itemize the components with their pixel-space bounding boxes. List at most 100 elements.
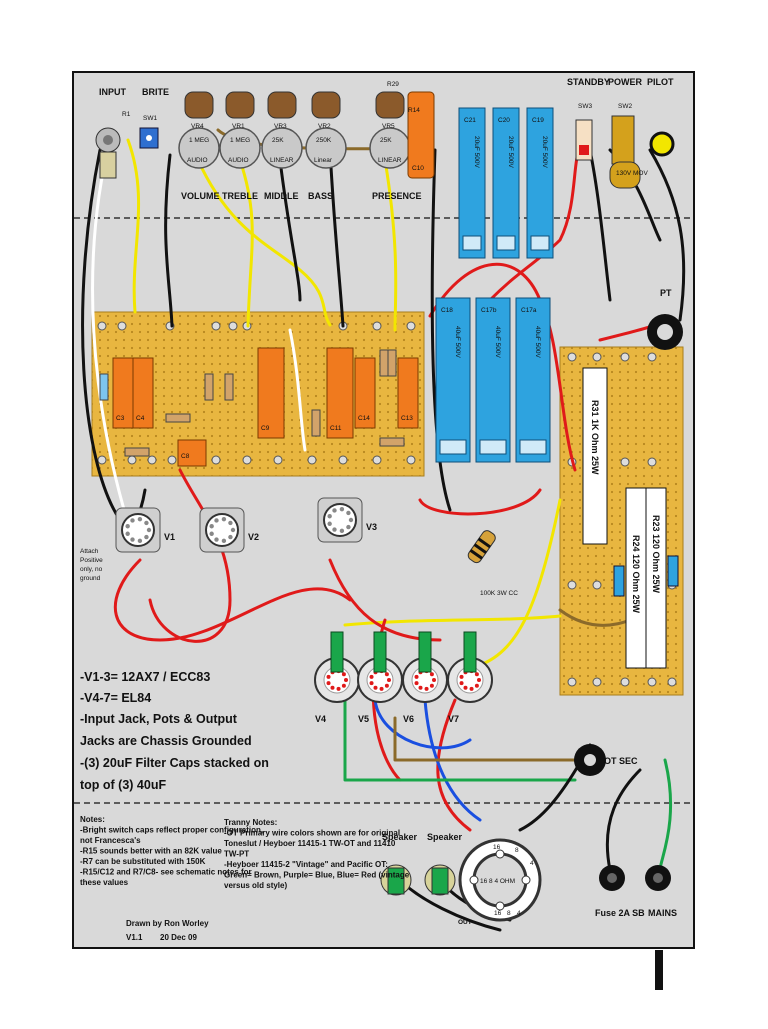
cap-ref: C21 [464, 117, 476, 124]
mounting-tab [655, 950, 663, 990]
out-label: OUT [458, 919, 472, 926]
ot-sec-label: OT SEC [604, 756, 638, 766]
fuse-holder[interactable] [599, 865, 625, 891]
mains-inlet[interactable] [645, 865, 671, 891]
pot-value: 25K [380, 137, 392, 144]
note-line: -R7 can be substituted with 150K [80, 857, 206, 866]
main-note-3: -Input Jack, Pots & Output [80, 712, 238, 726]
tube-socket-v2: V2 [199, 507, 259, 553]
note-line: -R15/C12 and R7/C8- see schematic notes … [80, 868, 252, 877]
brite-label: BRITE [142, 87, 169, 97]
r30-resistor [467, 530, 496, 564]
pot-name: BASS [308, 191, 333, 201]
tube-label: V6 [403, 714, 414, 724]
note-line: these values [80, 878, 129, 887]
cap-c14: C14 [354, 357, 376, 429]
pot-taper: LINEAR [378, 157, 402, 164]
tranny-note-line: Tranny Notes: [224, 818, 277, 827]
cap-c13: C13 [397, 357, 419, 429]
tube-socket-v7: V7 [447, 631, 493, 724]
pot-ref: VR5 [382, 123, 395, 130]
pot-presence[interactable]: VR5 25K LINEAR PRESENCE [369, 91, 422, 201]
r29-label: R29 [387, 81, 399, 88]
brite-switch[interactable] [139, 127, 159, 149]
tap-4-top: 4 [530, 860, 534, 867]
c10-label: C10 [412, 165, 424, 172]
tube-label: V1 [164, 532, 175, 542]
main-note-2: -V4-7= EL84 [80, 691, 151, 705]
pot-taper: LINEAR [270, 157, 294, 164]
cap-label: C8 [181, 453, 190, 460]
pot-name: MIDDLE [264, 191, 299, 201]
r14-label: R14 [408, 107, 420, 114]
cap-label: C3 [116, 415, 125, 422]
ot-secondary-jack [574, 744, 606, 776]
cap-value: 20uF 500V [473, 136, 480, 168]
cap-c4: C4 [132, 357, 154, 429]
cap-label: C14 [358, 415, 370, 422]
board-resistors [99, 349, 405, 457]
c16-cap [613, 565, 625, 597]
pot-name: PRESENCE [372, 191, 422, 201]
attach-note-line4: ground [80, 575, 101, 582]
tranny-note-line: -Heyboer 11415-2 "Vintage" and Pacific O… [224, 860, 388, 869]
tube-socket-v4: V4 [314, 631, 360, 724]
cap-value: 40uF 500V [494, 326, 501, 358]
cap-label: C9 [261, 425, 270, 432]
pt-label: PT [660, 288, 672, 298]
pilot-lamp [649, 131, 675, 157]
power-transformer [647, 314, 683, 350]
pilot-label: PILOT [647, 77, 674, 87]
tube-label: V3 [366, 522, 377, 532]
r31-power-resistor [582, 367, 608, 545]
tap-16-top: 16 [493, 844, 501, 851]
pot-name: TREBLE [222, 191, 258, 201]
cap-value: 40uF 500V [534, 326, 541, 358]
tap-16-bot: 16 [494, 910, 502, 917]
tranny-note-line: Toneslut / Heyboer 11415-1 TW-OT and 114… [224, 839, 396, 848]
impedance-selector[interactable] [458, 838, 542, 922]
standby-label: STANDBY [567, 77, 610, 87]
cap-c9: C9 [257, 347, 285, 439]
cap-ref: C20 [498, 117, 510, 124]
tap-8-bot: 8 [507, 910, 511, 917]
note-line: not Francesca's [80, 836, 141, 845]
pot-ref: VR2 [318, 123, 331, 130]
tube-label: V7 [448, 714, 459, 724]
pot-value: 1 MEG [230, 137, 250, 144]
c10-cap [407, 91, 435, 179]
attach-note-line3: only, no [80, 566, 103, 573]
tube-label: V5 [358, 714, 369, 724]
mains-label: MAINS [648, 908, 677, 918]
cap-value: 20uF 500V [507, 136, 514, 168]
pot-name: VOLUME [181, 191, 220, 201]
speaker-jack-1[interactable] [380, 864, 412, 896]
tube-label: V4 [315, 714, 326, 724]
pot-ref: VR1 [232, 123, 245, 130]
cap-label: C13 [401, 415, 413, 422]
attach-note-line1: Attach [80, 548, 99, 555]
attach-note-line2: Positive [80, 557, 103, 564]
main-note-4: Jacks are Chassis Grounded [80, 734, 252, 748]
input-jack[interactable] [95, 127, 121, 179]
c15-cap [667, 555, 679, 587]
filter-cap-c20: C20 20uF 500V [492, 107, 520, 259]
impedance-label: 16 8 4 OHM [480, 878, 515, 885]
tranny-note-line: -OT Primary wire colors shown are for or… [224, 829, 400, 838]
tube-socket-v3: V3 [317, 497, 377, 543]
pot-taper: AUDIO [228, 157, 249, 164]
r31-value-label: R31 1K Ohm 25W [590, 400, 600, 475]
pot-treble[interactable]: VR1 1 MEG AUDIO TREBLE [219, 91, 261, 201]
standby-switch[interactable] [575, 119, 593, 161]
r1-label: R1 [122, 111, 131, 118]
note-line: Notes: [80, 815, 105, 824]
main-note-6: top of (3) 40uF [80, 778, 166, 792]
speaker-jack-2[interactable] [424, 864, 456, 896]
power-switch[interactable] [609, 115, 641, 189]
